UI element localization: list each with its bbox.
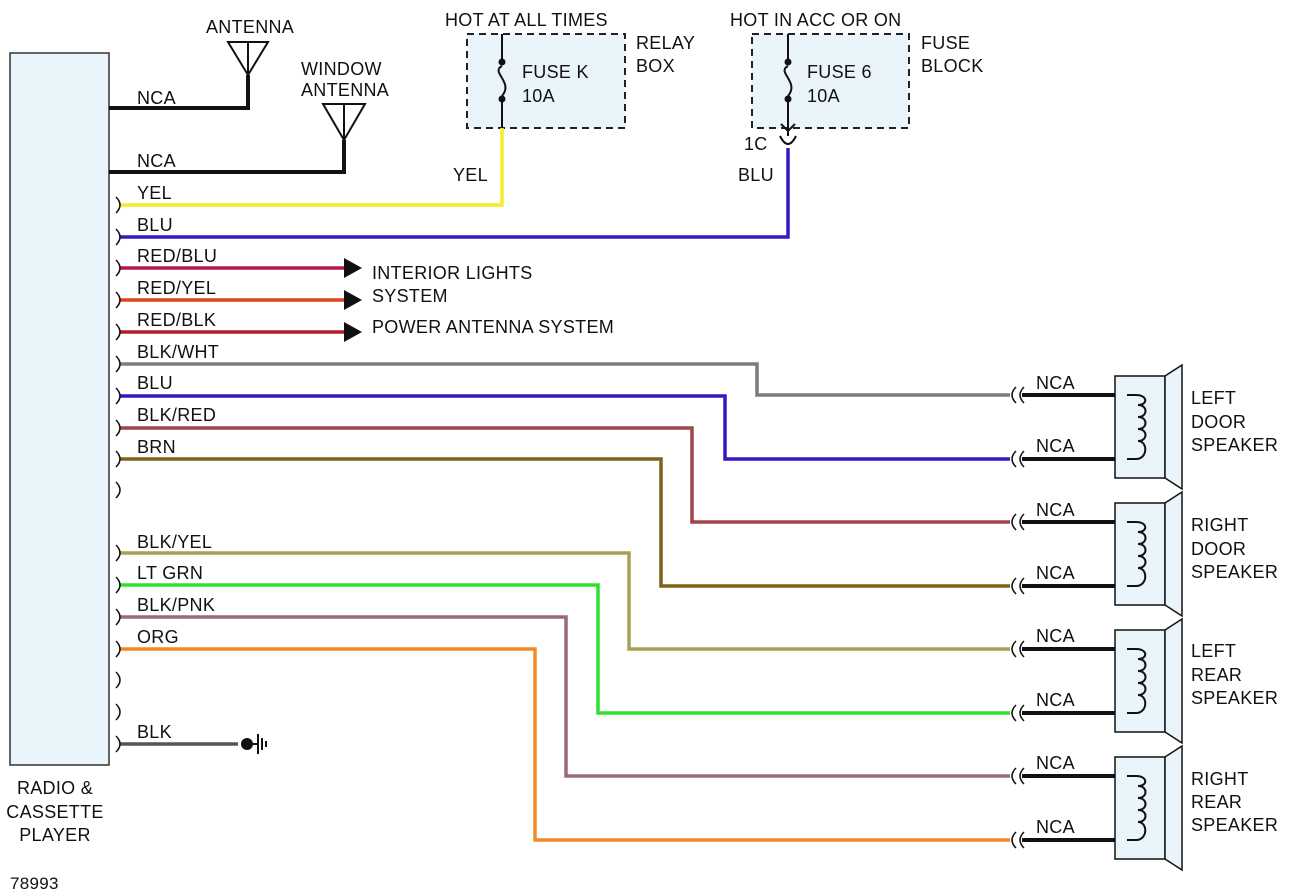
wire-lt-grn: [120, 583, 1010, 715]
window-antenna-wire: [109, 140, 346, 174]
speaker-connectors: [1011, 386, 1025, 849]
fuse-block-connector-label: 1C: [744, 134, 768, 154]
fuse-block: [751, 33, 910, 129]
speaker-name-line: DOOR: [1191, 539, 1246, 559]
ground-icon: [241, 734, 267, 754]
wire-label: BLK/WHT: [137, 342, 219, 362]
speaker-name-line: REAR: [1191, 665, 1242, 685]
speaker-icon: [1114, 744, 1183, 872]
relay-box-header: HOT AT ALL TIMES: [445, 10, 608, 30]
wire-blk-wht: [120, 362, 1010, 397]
relay-box-wire-label: YEL: [453, 165, 488, 185]
antenna-label: ANTENNA: [206, 17, 294, 37]
fuse-6-name: FUSE 6: [807, 62, 872, 82]
relay-box-name-line-2: BOX: [636, 56, 675, 76]
speaker-name-line: SPEAKER: [1191, 562, 1278, 582]
radio-label-line-2: CASSETTE: [6, 802, 103, 822]
relay-box-name-line-1: RELAY: [636, 33, 695, 53]
wire-label: NCA: [137, 88, 176, 108]
interior-lights-label-line-1: INTERIOR LIGHTS: [372, 263, 533, 283]
speaker-terminal-label: NCA: [1036, 817, 1075, 837]
speaker-name-line: LEFT: [1191, 388, 1236, 408]
interior-lights-label-line-2: SYSTEM: [372, 286, 448, 306]
window-antenna-label-line-1: WINDOW: [301, 59, 382, 79]
speaker-leads: [1022, 393, 1115, 842]
speaker-terminal-label: NCA: [1036, 436, 1075, 456]
speaker-icon: [1114, 490, 1183, 618]
wire-runs: [120, 128, 1010, 842]
window-antenna-label-line-2: ANTENNA: [301, 80, 389, 100]
wire-blk-red: [120, 426, 1010, 524]
wire-label: BLK: [137, 722, 172, 742]
fuse-block-name-line-2: BLOCK: [921, 56, 984, 76]
wire-blu-speaker: [120, 394, 1010, 461]
figure-number: 78993: [10, 874, 59, 893]
power-antenna-label: POWER ANTENNA SYSTEM: [372, 317, 614, 337]
window-antenna-icon: [321, 103, 367, 142]
wire-label: LT GRN: [137, 563, 203, 583]
speaker-terminal-label: NCA: [1036, 626, 1075, 646]
fuse-k-name: FUSE K: [522, 62, 589, 82]
wire-label: RED/YEL: [137, 278, 216, 298]
wire-brn: [120, 457, 1010, 588]
speaker-icon: [1114, 617, 1183, 745]
radio-connector-pins: [115, 196, 121, 753]
speaker-name-line: DOOR: [1191, 412, 1246, 432]
speaker-terminal-label: NCA: [1036, 373, 1075, 393]
wire-label: BLK/YEL: [137, 532, 212, 552]
wire-label: BLU: [137, 373, 173, 393]
fuse-block-wire-label: BLU: [738, 165, 774, 185]
speaker-name-line: REAR: [1191, 792, 1242, 812]
wire-label: RED/BLU: [137, 246, 217, 266]
wire-label: BLK/RED: [137, 405, 216, 425]
wire-label: BLU: [137, 215, 173, 235]
wire-yel: [120, 128, 504, 207]
wire-label: YEL: [137, 183, 172, 203]
antenna-icon: [226, 41, 270, 77]
fuse-6-rating: 10A: [807, 86, 840, 106]
speaker-terminal-label: NCA: [1036, 500, 1075, 520]
wire-blk-pnk: [120, 615, 1010, 778]
wire-blu-fuse: [120, 148, 790, 239]
antenna-wire: [109, 75, 250, 110]
arrow-icon: [344, 258, 362, 342]
wire-label: NCA: [137, 151, 176, 171]
speaker-name-line: RIGHT: [1191, 515, 1249, 535]
speaker-name-line: LEFT: [1191, 641, 1236, 661]
speaker-terminal-label: NCA: [1036, 753, 1075, 773]
speaker-name-line: SPEAKER: [1191, 435, 1278, 455]
radio-label-line-1: RADIO &: [17, 778, 93, 798]
wire-blk-yel: [120, 551, 1010, 651]
speaker-terminal-label: NCA: [1036, 563, 1075, 583]
wire-label: BRN: [137, 437, 176, 457]
speaker-name-line: SPEAKER: [1191, 815, 1278, 835]
radio-label-line-3: PLAYER: [19, 825, 91, 845]
radio-unit: [9, 52, 110, 766]
speaker-terminal-label: NCA: [1036, 690, 1075, 710]
speaker-name-line: RIGHT: [1191, 769, 1249, 789]
wire-label: RED/BLK: [137, 310, 216, 330]
relay-box: [466, 33, 626, 129]
fuse-k-symbol: [497, 34, 507, 128]
wire-label: ORG: [137, 627, 179, 647]
fuse-block-name-line-1: FUSE: [921, 33, 970, 53]
speaker-name-line: SPEAKER: [1191, 688, 1278, 708]
speaker-icon: [1114, 363, 1183, 491]
fuse-k-rating: 10A: [522, 86, 555, 106]
fuse-block-header: HOT IN ACC OR ON: [730, 10, 901, 30]
wire-org: [120, 647, 1010, 842]
wire-label: BLK/PNK: [137, 595, 215, 615]
fuse-6-symbol: [779, 34, 797, 145]
